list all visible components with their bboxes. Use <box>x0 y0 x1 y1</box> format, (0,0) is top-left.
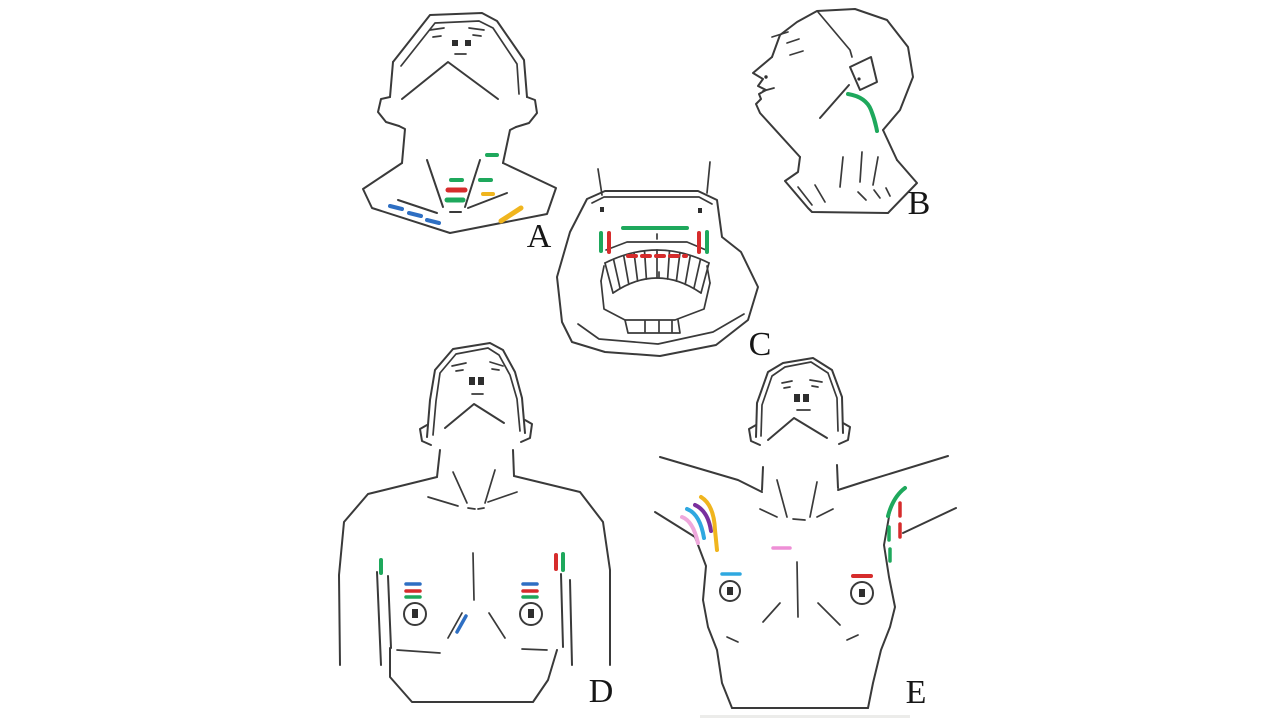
face-features <box>764 31 804 79</box>
mouth-opening-top <box>605 241 707 251</box>
panel-d-label: D <box>589 673 614 710</box>
scan-shadow <box>700 715 910 718</box>
blue-supraclavicular-dashes <box>388 204 441 225</box>
left-arm-raised <box>659 456 763 493</box>
chin-line <box>401 61 499 100</box>
areolas <box>403 602 543 626</box>
panel-a-extended-neck: A <box>362 12 557 255</box>
panel-b-label: B <box>908 185 931 222</box>
right-ear <box>520 419 533 443</box>
face-profile-line <box>752 56 801 158</box>
hair-line <box>817 11 853 58</box>
lower-teeth-band <box>624 319 681 334</box>
purple-axillary-curve <box>693 503 713 533</box>
chin-line <box>767 417 828 441</box>
left-ear <box>377 96 400 127</box>
torso-outline <box>654 455 957 709</box>
face-features <box>429 27 485 55</box>
neck-hatch-lines <box>797 151 891 206</box>
chest-lines <box>759 479 841 626</box>
green-right-axilla-marks <box>886 486 907 563</box>
sternum-line <box>796 561 799 618</box>
left-arm <box>338 476 438 666</box>
shoulder-outline <box>784 156 918 214</box>
ear-outline <box>849 56 878 91</box>
red-corner-bars <box>607 231 701 254</box>
cranium-outline <box>771 8 914 131</box>
panel-d-chest-arms-down: D <box>338 342 614 710</box>
head-outline <box>748 357 851 446</box>
panel-c-label: C <box>749 326 772 363</box>
blue-sternal-slash <box>455 614 468 634</box>
left-lateral-line <box>694 536 733 709</box>
chin-line <box>444 403 505 429</box>
panel-a-label: A <box>527 218 552 255</box>
cheek-line <box>819 84 850 119</box>
green-corner-bars <box>599 230 709 254</box>
tongue-outline <box>600 280 711 321</box>
profile-outline <box>752 8 918 214</box>
skyblue-axillary-curve <box>685 507 706 540</box>
green-retroauricular-curve <box>846 92 879 133</box>
pink-axillary-curve <box>680 515 700 545</box>
panel-e-chest-arms-up: E <box>654 357 957 711</box>
upper-lip-line <box>591 196 713 205</box>
mouth-outline <box>556 161 759 357</box>
neck-lines <box>397 159 508 214</box>
right-ear <box>515 96 538 128</box>
sternum-line <box>472 552 475 601</box>
panel-e-label: E <box>906 674 927 711</box>
green-neck-marks <box>444 153 499 203</box>
face-features <box>451 361 504 395</box>
upper-teeth-inner-arch <box>612 277 702 294</box>
left-clavicle-line <box>397 199 438 214</box>
torso-outline <box>338 449 611 703</box>
right-clavicle-line <box>467 192 508 209</box>
right-arm-raised <box>837 455 949 491</box>
teeth-and-tongue <box>600 233 711 334</box>
panel-c-oral-cavity: C <box>556 161 772 363</box>
head-outline <box>419 342 533 446</box>
face-features <box>781 379 823 411</box>
left-ear <box>748 424 761 446</box>
panel-b-profile-neck: B <box>752 8 931 222</box>
chin-inner-line <box>577 313 745 345</box>
areolas <box>719 580 874 605</box>
right-ear <box>838 422 851 445</box>
yellow-neck-marks <box>481 192 524 224</box>
yellow-axillary-curve <box>699 495 719 552</box>
shoulder-outline <box>362 162 557 234</box>
right-lateral-line <box>867 510 896 709</box>
perioral-contour <box>556 190 759 357</box>
right-arm <box>513 475 611 666</box>
lower-torso <box>389 647 558 703</box>
chest-lines <box>427 469 518 639</box>
left-ear <box>419 424 432 446</box>
